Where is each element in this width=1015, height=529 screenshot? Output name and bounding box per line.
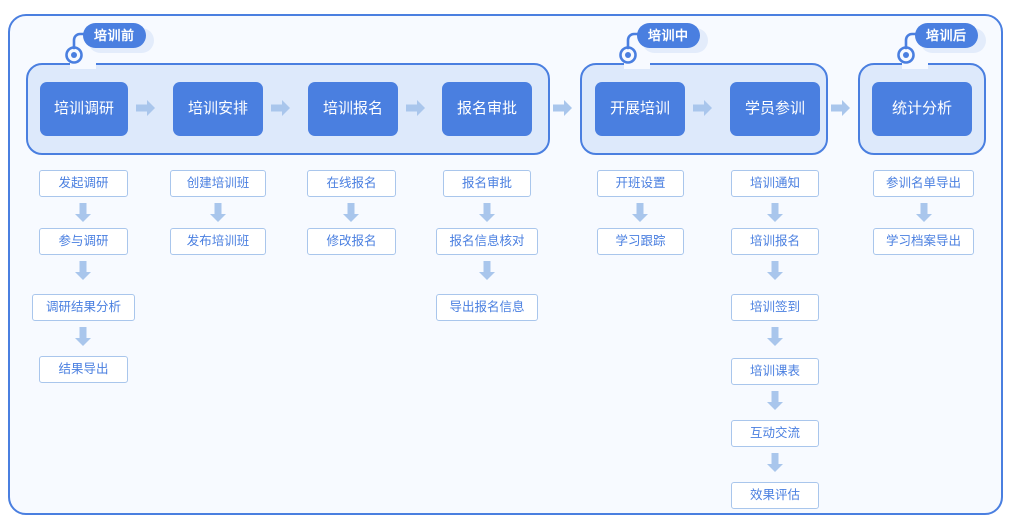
arrow-down-icon [479, 261, 495, 280]
arrow-right-icon [406, 100, 425, 116]
sub-box-col1-item1[interactable]: 发起调研 [39, 170, 128, 197]
sub-box-col3-item1[interactable]: 在线报名 [307, 170, 396, 197]
arrow-down-icon [767, 391, 783, 410]
arrow-down-icon [479, 203, 495, 222]
sub-box-col4-item3[interactable]: 导出报名信息 [436, 294, 538, 321]
group-notch [902, 61, 928, 69]
step-box-training-signup[interactable]: 培训报名 [308, 82, 398, 136]
group-notch [70, 61, 96, 69]
step-box-training-survey[interactable]: 培训调研 [40, 82, 128, 136]
step-box-trainee-attendance[interactable]: 学员参训 [730, 82, 820, 136]
sub-box-col1-item4[interactable]: 结果导出 [39, 356, 128, 383]
arrow-down-icon [767, 453, 783, 472]
sub-box-col6-item6[interactable]: 效果评估 [731, 482, 819, 509]
step-box-conduct-training[interactable]: 开展培训 [595, 82, 685, 136]
arrow-down-icon [632, 203, 648, 222]
sub-box-col6-item2[interactable]: 培训报名 [731, 228, 819, 255]
arrow-down-icon [767, 203, 783, 222]
arrow-right-icon [831, 100, 850, 116]
group-notch [624, 61, 650, 69]
sub-box-col2-item1[interactable]: 创建培训班 [170, 170, 266, 197]
sub-box-col3-item2[interactable]: 修改报名 [307, 228, 396, 255]
sub-box-col4-item2[interactable]: 报名信息核对 [436, 228, 538, 255]
arrow-down-icon [75, 203, 91, 222]
sub-box-col2-item2[interactable]: 发布培训班 [170, 228, 266, 255]
sub-box-col4-item1[interactable]: 报名审批 [443, 170, 531, 197]
arrow-down-icon [767, 327, 783, 346]
arrow-down-icon [916, 203, 932, 222]
arrow-right-icon [553, 100, 572, 116]
arrow-down-icon [210, 203, 226, 222]
sub-box-col6-item1[interactable]: 培训通知 [731, 170, 819, 197]
arrow-right-icon [693, 100, 712, 116]
arrow-down-icon [767, 261, 783, 280]
sub-box-col1-item3[interactable]: 调研结果分析 [32, 294, 135, 321]
sub-box-col6-item4[interactable]: 培训课表 [731, 358, 819, 385]
sub-box-col1-item2[interactable]: 参与调研 [39, 228, 128, 255]
arrow-right-icon [271, 100, 290, 116]
step-box-statistical-analysis[interactable]: 统计分析 [872, 82, 972, 136]
sub-box-col6-item5[interactable]: 互动交流 [731, 420, 819, 447]
step-box-signup-approval[interactable]: 报名审批 [442, 82, 532, 136]
sub-box-col7-item1[interactable]: 参训名单导出 [873, 170, 974, 197]
step-box-training-arrangement[interactable]: 培训安排 [173, 82, 263, 136]
phase-tag-label: 培训后 [915, 23, 978, 48]
phase-tag-label: 培训前 [83, 23, 146, 48]
arrow-down-icon [75, 327, 91, 346]
sub-box-col7-item2[interactable]: 学习档案导出 [873, 228, 974, 255]
arrow-right-icon [136, 100, 155, 116]
sub-box-col5-item2[interactable]: 学习跟踪 [597, 228, 684, 255]
arrow-down-icon [343, 203, 359, 222]
arrow-down-icon [75, 261, 91, 280]
phase-tag-label: 培训中 [637, 23, 700, 48]
sub-box-col5-item1[interactable]: 开班设置 [597, 170, 684, 197]
sub-box-col6-item3[interactable]: 培训签到 [731, 294, 819, 321]
